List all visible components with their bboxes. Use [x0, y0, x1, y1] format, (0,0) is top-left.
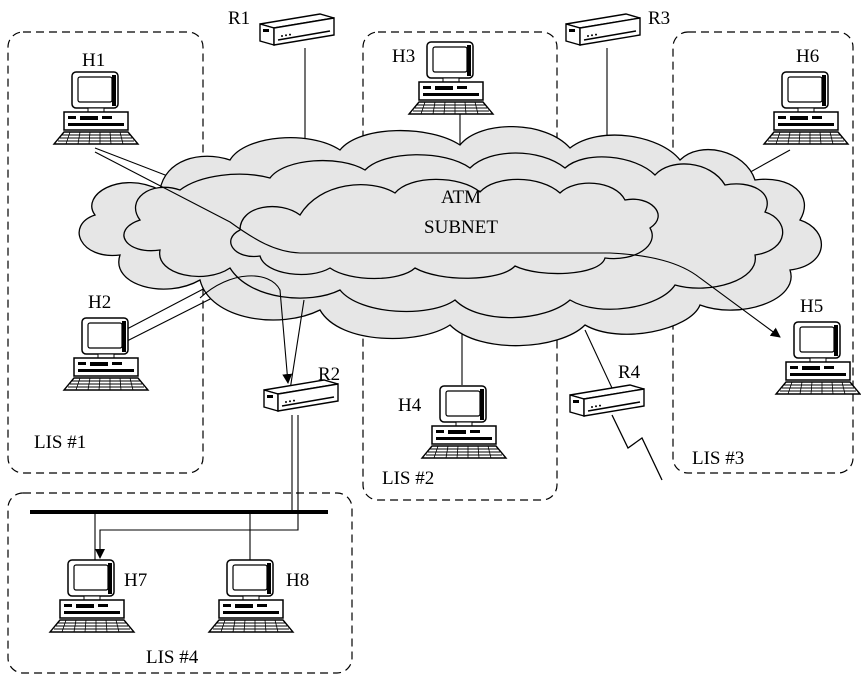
- host-h3-icon: [408, 41, 494, 115]
- lis-3-boundary: [672, 31, 854, 474]
- host-h5-icon: [775, 321, 861, 395]
- router-r1-icon: [259, 13, 335, 46]
- lis-4-label: LIS #4: [146, 647, 199, 668]
- h2-h7-path: [199, 275, 305, 391]
- router-r2-label: R2: [318, 364, 340, 385]
- atm-subnet-cloud: [78, 125, 823, 347]
- host-h1-icon: [53, 71, 139, 145]
- host-h6-label: H6: [796, 46, 819, 67]
- router-r1-label: R1: [228, 8, 250, 29]
- host-h7-icon: [49, 559, 135, 633]
- lis-2-label: LIS #2: [382, 468, 434, 489]
- cloud-label-line1: ATM: [441, 187, 481, 208]
- router-r3-label: R3: [648, 8, 670, 29]
- host-h5-label: H5: [800, 296, 823, 317]
- host-h1-label: H1: [82, 50, 105, 71]
- lis-3-label: LIS #3: [692, 448, 744, 469]
- host-h3-label: H3: [392, 46, 415, 67]
- host-h4-icon: [421, 385, 507, 459]
- lis-1-label: LIS #1: [34, 432, 86, 453]
- r4-wan-link-icon: [611, 414, 663, 481]
- host-h2-label: H2: [88, 292, 111, 313]
- lis-4-boundary: [7, 492, 353, 674]
- host-h4-label: H4: [398, 395, 422, 416]
- h1-h5-path: [94, 151, 781, 338]
- host-h2-icon: [63, 317, 149, 391]
- host-h7-label: H7: [124, 570, 147, 591]
- router-r4-label: R4: [618, 362, 641, 383]
- router-r4-icon: [569, 384, 645, 417]
- router-r3-icon: [565, 13, 641, 46]
- host-h8-label: H8: [286, 570, 309, 591]
- host-h6-icon: [763, 71, 849, 145]
- cloud-label-line2: SUBNET: [424, 217, 498, 238]
- lis-4-drops: [94, 415, 299, 560]
- host-h8-icon: [208, 559, 294, 633]
